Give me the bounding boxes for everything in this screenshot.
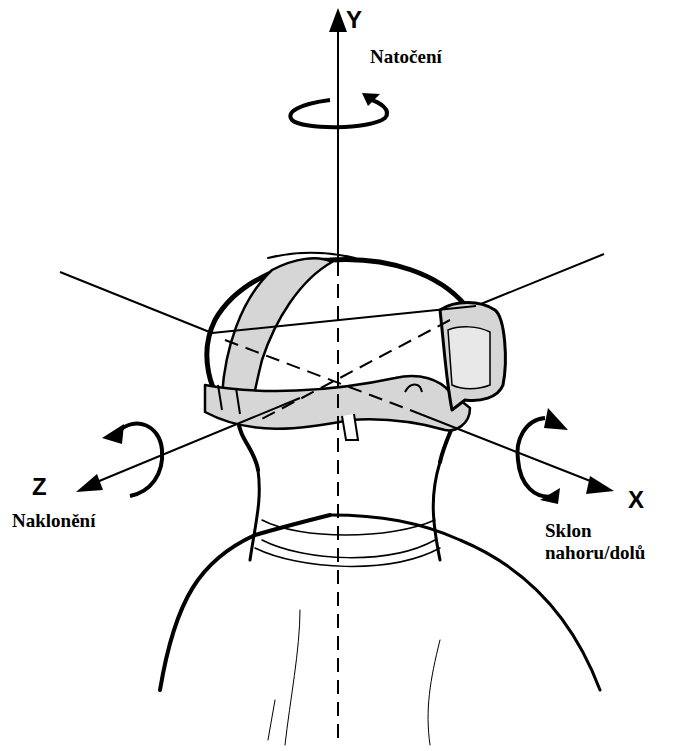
axis-letter: Z bbox=[32, 473, 47, 501]
rotation-label: Natočení bbox=[370, 46, 442, 68]
rotation-label: Naklonění bbox=[12, 510, 95, 532]
rotation-label: Sklon nahoru/dolů bbox=[545, 520, 665, 564]
axis-letter: Y bbox=[346, 6, 362, 34]
axis-letter: X bbox=[628, 486, 644, 514]
